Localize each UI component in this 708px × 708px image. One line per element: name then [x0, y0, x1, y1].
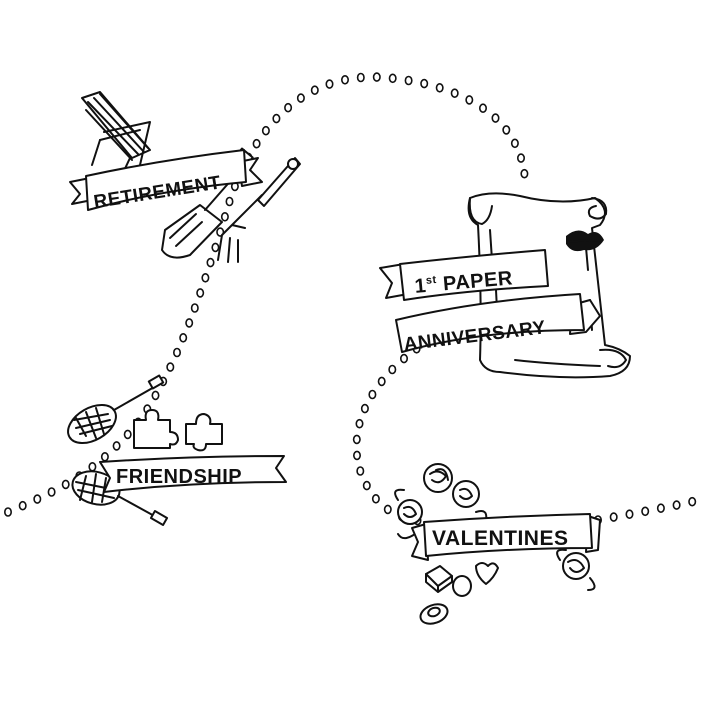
path-dot [420, 78, 429, 89]
path-dot [371, 493, 380, 504]
valentines-label: VALENTINES [432, 527, 568, 550]
path-dot [465, 95, 474, 105]
path-dot [190, 303, 199, 313]
chocolates-icon [419, 562, 499, 625]
path-dot [510, 138, 519, 149]
path-dot [368, 389, 377, 400]
path-dot [383, 504, 392, 515]
path-dot [435, 83, 444, 93]
path-dot [404, 75, 413, 86]
path-dot [491, 113, 500, 123]
path-dot [296, 93, 305, 103]
path-dot [672, 500, 681, 510]
deck-chair-icon [81, 91, 151, 176]
path-dot [112, 441, 121, 451]
path-dot [356, 466, 365, 476]
path-dot [388, 364, 397, 375]
path-dot [388, 73, 397, 84]
path-dot [450, 88, 459, 98]
puzzle-piece-right-icon [185, 413, 223, 452]
path-dot [4, 507, 13, 517]
path-dot [310, 85, 319, 95]
path-dot [641, 506, 650, 517]
path-dot [688, 496, 697, 507]
path-dot [352, 450, 361, 461]
path-dot [261, 125, 270, 136]
path-dot [151, 390, 160, 401]
path-dot [47, 487, 56, 497]
path-dot [356, 72, 365, 83]
path-dot [372, 72, 381, 82]
path-dot [625, 509, 634, 520]
path-dot [196, 288, 205, 298]
path-dot [502, 125, 511, 135]
path-dot [166, 362, 175, 372]
path-dot [355, 418, 364, 429]
path-dot [61, 479, 70, 490]
valentines-banner: VALENTINES [411, 513, 601, 561]
roses-right-icon [556, 548, 596, 591]
path-dot [478, 103, 487, 113]
friendship-banner: FRIENDSHIP [99, 455, 287, 493]
path-dot [33, 494, 42, 504]
path-dot [252, 138, 261, 149]
tennis-racket-lower-icon [71, 470, 169, 526]
path-dot [220, 212, 229, 222]
path-dot [18, 500, 27, 511]
path-dot [185, 318, 194, 328]
path-dot [656, 503, 665, 514]
path-dot [211, 242, 220, 253]
path-dot [516, 153, 525, 163]
tennis-racket-upper-icon [67, 374, 165, 444]
path-dot [399, 353, 408, 364]
path-dot [360, 403, 369, 414]
puzzle-piece-left-icon [133, 409, 179, 449]
path-dot [520, 168, 529, 179]
lipstick-kiss-icon [566, 230, 604, 252]
path-dot [377, 376, 386, 387]
path-dot [284, 102, 293, 113]
path-dot [201, 272, 210, 283]
friendship-label: FRIENDSHIP [116, 466, 242, 488]
path-dot [352, 434, 361, 445]
path-dot [179, 332, 188, 343]
path-dot [225, 196, 234, 207]
paper-anniversary-banner: 1st PAPER ANNIVERSARY [379, 249, 601, 356]
path-dot [173, 347, 182, 358]
path-dot [362, 480, 371, 491]
path-dot [88, 461, 97, 472]
path-dot [123, 429, 132, 440]
garden-fork-icon [217, 157, 301, 263]
retirement-banner: RETIREMENT [69, 149, 263, 213]
path-dot [206, 257, 215, 268]
path-dot [325, 79, 334, 89]
path-dot [272, 113, 281, 124]
path-dot [609, 512, 618, 522]
path-dot [100, 451, 109, 462]
path-dot [340, 75, 349, 85]
